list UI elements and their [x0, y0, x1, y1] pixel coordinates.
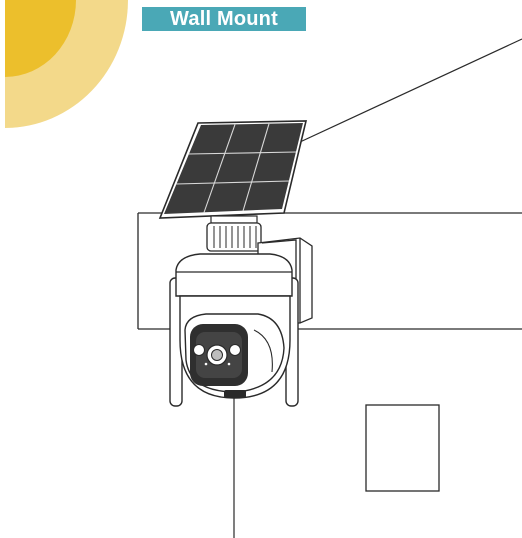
leader-lines [233, 38, 522, 538]
solar-panel-leader-line [299, 38, 522, 143]
solar-panel-icon [158, 120, 308, 252]
security-camera-icon [169, 253, 299, 407]
wall-outline [137, 212, 522, 330]
page-title: Wall Mount [170, 7, 278, 30]
title-banner: Wall Mount [142, 7, 306, 31]
sun-icon [5, 0, 128, 128]
wall-box-icon [365, 404, 440, 492]
